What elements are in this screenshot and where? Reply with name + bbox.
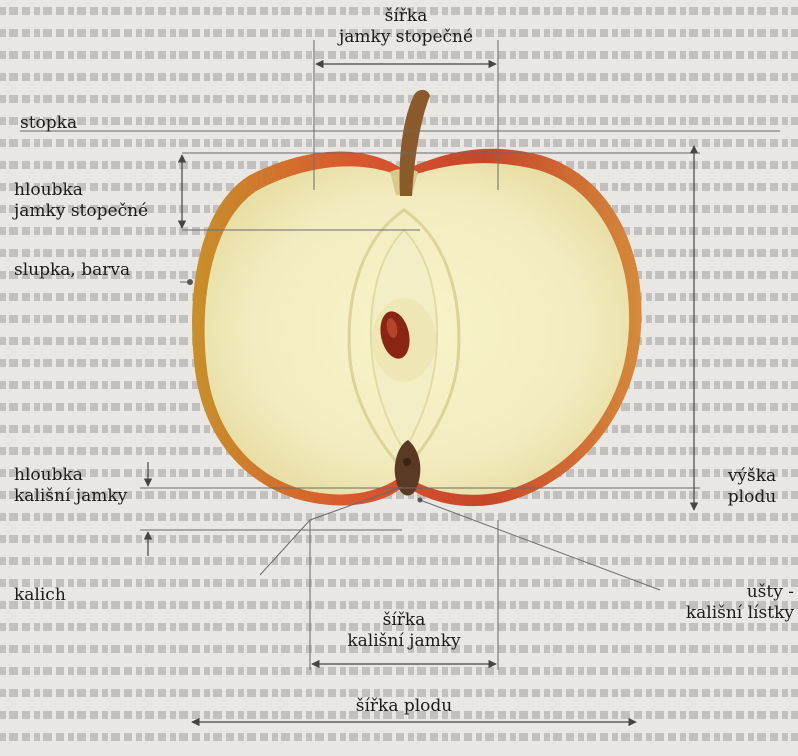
label-sirka-plodu: šířka plodu xyxy=(334,696,474,717)
label-sirka-jamky-stopecne: šířka jamky stopečné xyxy=(326,6,486,48)
label-sirka-kalisni-jamky: šířka kališní jamky xyxy=(322,610,486,652)
label-kalich: kalich xyxy=(14,585,66,606)
label-usty-kalisni-listky: ušty - kališní lístky xyxy=(630,582,794,624)
label-slupka-barva: slupka, barva xyxy=(14,260,130,281)
label-stopka: stopka xyxy=(20,113,77,134)
label-hloubka-jamky-stopecne: hloubka jamky stopečné xyxy=(14,180,148,222)
label-vyska-plodu: výška plodu xyxy=(712,466,792,508)
label-hloubka-kalisni-jamky: hloubka kališní jamky xyxy=(14,465,127,507)
